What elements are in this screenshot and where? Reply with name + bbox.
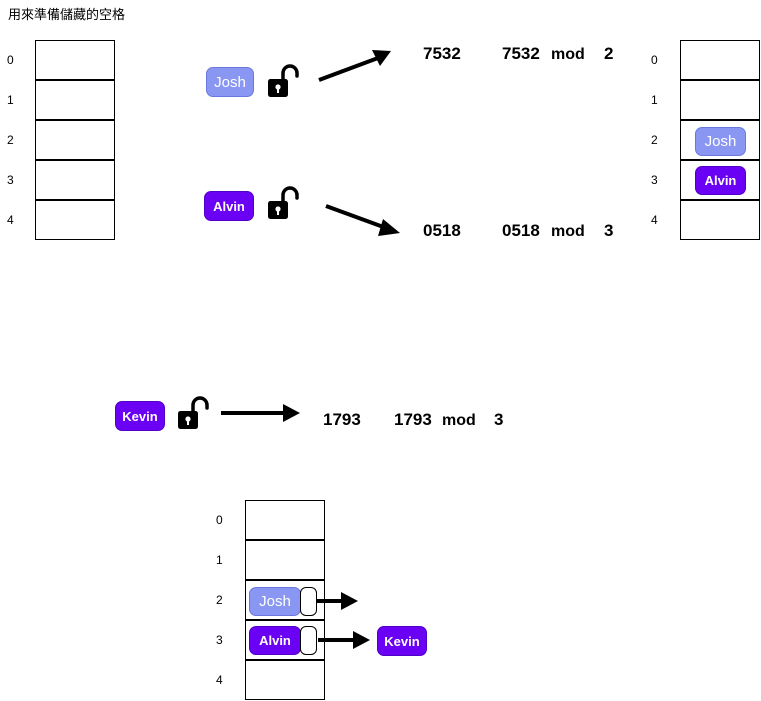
empty-table-slot-4 (35, 200, 115, 240)
chained-table-slot-1 (245, 540, 325, 580)
chained-table-slot-4 (245, 660, 325, 700)
arrow-right-icon (316, 592, 358, 610)
josh-key: Josh (206, 67, 254, 97)
lock-open-icon (266, 186, 300, 227)
alvin-mod-number: 0518 (502, 221, 540, 240)
filled-table-index-1: 1 (651, 93, 658, 107)
kevin-key: Kevin (115, 401, 165, 431)
empty-table-index-3: 3 (7, 173, 14, 187)
kevin-mod-number: 1793 (394, 410, 432, 429)
chained-table-index-3: 3 (216, 633, 223, 647)
chained-kevin: Kevin (377, 626, 427, 656)
empty-table-index-0: 0 (7, 53, 14, 67)
arrow-right-icon (318, 50, 391, 82)
filled-table-index-0: 0 (651, 53, 658, 67)
empty-table-index-4: 4 (7, 213, 14, 227)
empty-table-slot-2 (35, 120, 115, 160)
lock-open-icon (266, 64, 300, 105)
josh-mod-number: 7532 (502, 44, 540, 63)
alvin-mod-operator: mod (551, 223, 585, 240)
filled-table-index-4: 4 (651, 213, 658, 227)
empty-table-slot-3 (35, 160, 115, 200)
arrow-right-icon (221, 404, 300, 422)
josh-mod-result: 2 (604, 44, 614, 63)
filled-table-slot-1 (680, 80, 760, 120)
alvin-key: Alvin (204, 191, 254, 221)
diagram-caption: 用來準備儲藏的空格 (8, 7, 126, 22)
chained-table-index-2: 2 (216, 593, 223, 607)
alvin-hash-key: 0518 (423, 221, 461, 240)
josh-hash-key: 7532 (423, 44, 461, 63)
alvin-mod-result: 3 (604, 221, 614, 240)
kevin-hash-key: 1793 (323, 410, 361, 429)
josh-mod-operator: mod (551, 46, 585, 63)
empty-table-index-2: 2 (7, 133, 14, 147)
kevin-mod-operator: mod (442, 412, 476, 429)
filled-slot-2-josh: Josh (695, 127, 746, 156)
empty-table-slot-0 (35, 40, 115, 80)
alvin-next-pointer (300, 626, 317, 655)
filled-table-index-2: 2 (651, 133, 658, 147)
lock-open-icon (176, 396, 210, 437)
chained-table-index-4: 4 (216, 673, 223, 687)
filled-table-slot-4 (680, 200, 760, 240)
empty-table-slot-1 (35, 80, 115, 120)
arrow-right-icon (318, 631, 370, 649)
chained-table-index-0: 0 (216, 513, 223, 527)
filled-table-index-3: 3 (651, 173, 658, 187)
filled-table-slot-0 (680, 40, 760, 80)
kevin-mod-result: 3 (494, 410, 504, 429)
arrow-right-icon (325, 204, 400, 236)
chained-table-index-1: 1 (216, 553, 223, 567)
chained-slot-3-alvin: Alvin (249, 626, 301, 655)
chained-table-slot-0 (245, 500, 325, 540)
empty-table-index-1: 1 (7, 93, 14, 107)
chained-slot-2-josh: Josh (249, 587, 301, 616)
filled-slot-3-alvin: Alvin (695, 166, 746, 195)
